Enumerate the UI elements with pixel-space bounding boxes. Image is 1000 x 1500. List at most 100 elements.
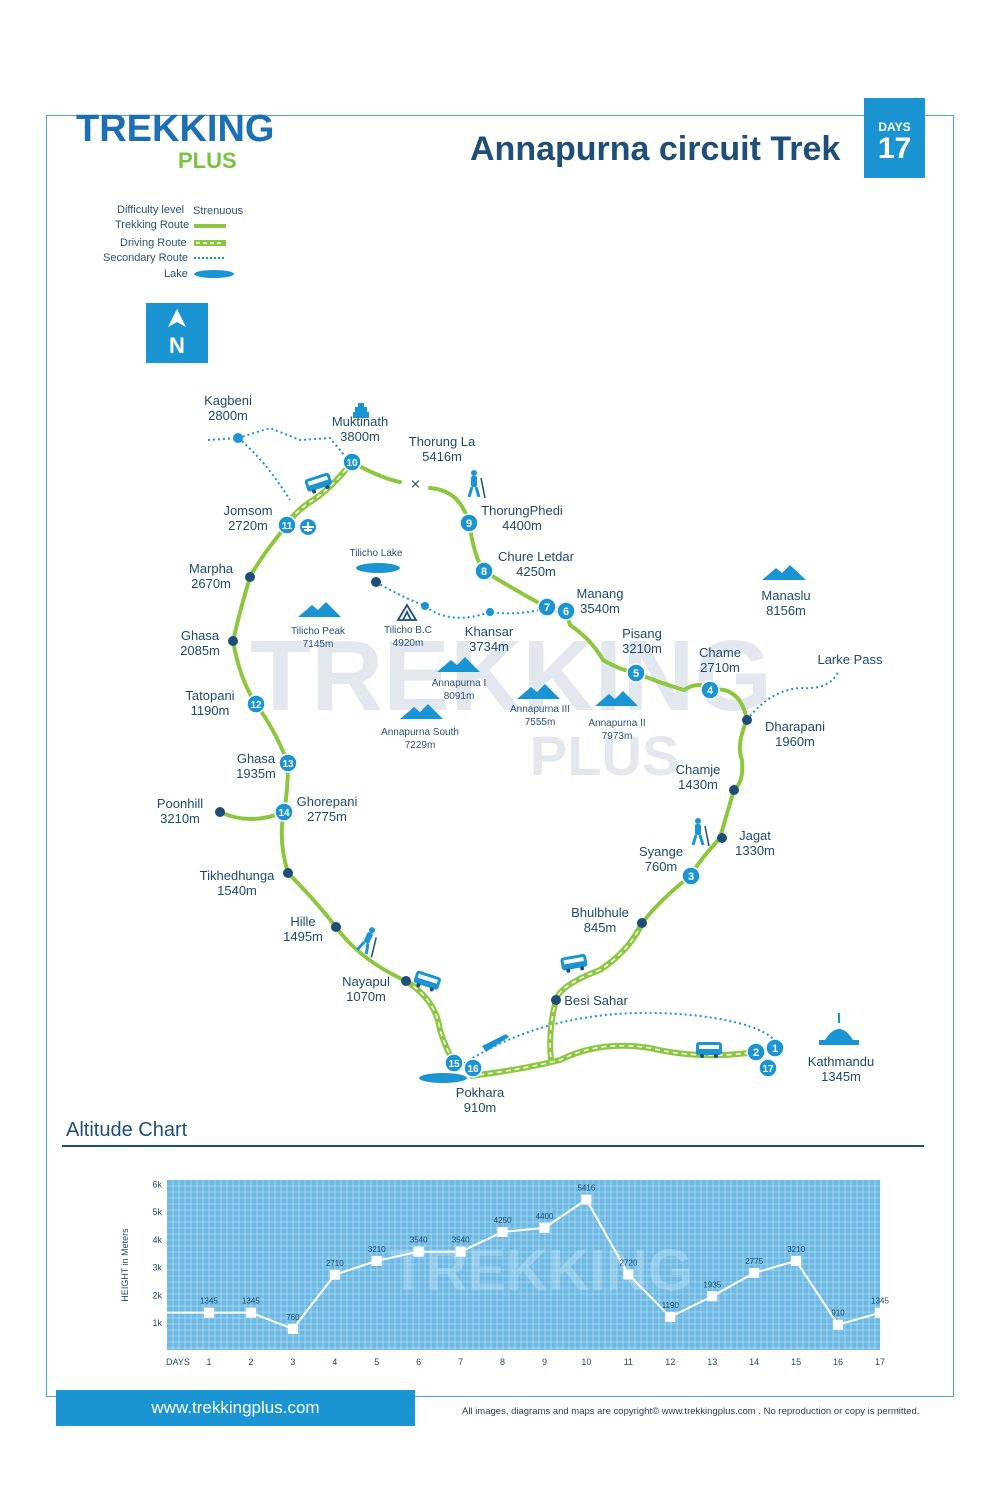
x-tick-label: 16 (833, 1357, 843, 1367)
altitude-point (749, 1267, 760, 1278)
day-marker-label: 12 (250, 700, 262, 711)
x-tick-label: 5 (374, 1357, 379, 1367)
place-name: Poonhill (157, 796, 203, 811)
altitude-data-label: 910 (831, 1309, 845, 1318)
peak-name: Annapurna I (432, 678, 487, 689)
x-tick-label: 10 (581, 1357, 591, 1367)
place-name: Chure Letdar (498, 549, 575, 564)
stupa-icon (819, 1013, 859, 1045)
north-indicator: N (146, 303, 208, 363)
day-marker-label: 17 (762, 1064, 774, 1075)
place-altitude: 1190m (191, 703, 230, 718)
x-tick-label: 6 (416, 1357, 421, 1367)
bus-icons (304, 472, 722, 1058)
days-badge: DAYS 17 (864, 98, 925, 178)
place-name: Besi Sahar (564, 993, 628, 1008)
day-marker-10: 10 (342, 452, 362, 472)
place-altitude: 2670m (191, 576, 231, 591)
altitude-data-label: 4400 (536, 1212, 554, 1221)
day-marker-14: 14 (274, 802, 294, 822)
altitude-point (245, 1307, 256, 1318)
peak-name: Annapurna III (510, 704, 570, 715)
altitude-point (371, 1255, 382, 1266)
secondary-routes (207, 426, 839, 1067)
day-marker-6: 6 (556, 601, 576, 621)
place-name: Khansar (465, 624, 514, 639)
place-altitude: 3210m (160, 811, 200, 826)
day-marker-label: 9 (466, 518, 472, 530)
place-name: Hille (290, 914, 315, 929)
peak-altitude: 7229m (405, 740, 436, 751)
days-value: 17 (877, 132, 912, 165)
altitude-point (707, 1291, 718, 1302)
place-name: Larke Pass (817, 652, 883, 667)
legend-secondary-route: Secondary Route (103, 252, 188, 264)
day-marker-13: 13 (278, 753, 298, 773)
place-altitude: 3540m (580, 601, 620, 616)
footer-website-link[interactable]: www.trekkingplus.com (151, 1398, 320, 1417)
tilicho-lake-shape (356, 563, 400, 573)
day-marker-label: 3 (688, 871, 694, 883)
trekking-plus-logo[interactable]: TREKKING PLUS (76, 108, 276, 178)
altitude-point (287, 1323, 298, 1334)
place-altitude: 2720m (228, 518, 268, 533)
place-name: Dharapani (765, 719, 825, 734)
day-marker-label: 14 (278, 808, 290, 819)
chart-watermark: TREKKING (390, 1238, 693, 1303)
day-marker-11: 11 (277, 515, 297, 535)
day-marker-label: 5 (633, 668, 639, 680)
place-name: Bhulbhule (571, 905, 629, 920)
x-tick-label: 2 (248, 1357, 253, 1367)
altitude-data-label: 1190 (662, 1301, 680, 1310)
place-altitude: 1070m (346, 989, 386, 1004)
altitude-point (497, 1226, 508, 1237)
x-tick-label: 7 (458, 1357, 463, 1367)
day-marker-7: 7 (537, 597, 557, 617)
place-altitude: 2085m (180, 643, 220, 658)
day-marker-label: 15 (448, 1059, 460, 1070)
place-name: Ghorepani (297, 794, 358, 809)
day-marker-label: 11 (282, 521, 293, 532)
airplane-pokhara-icon (482, 1034, 509, 1052)
altitude-data-label: 760 (286, 1313, 300, 1322)
day-marker-label: 4 (707, 685, 714, 697)
y-axis-label: HEIGHT in Meters (120, 1228, 130, 1302)
peak-name: Tilicho B.C (384, 625, 432, 636)
day-marker-3: 3 (681, 866, 701, 886)
mountain-icons (298, 565, 806, 719)
north-label: N (169, 333, 185, 358)
day-marker-label: 1 (772, 1043, 778, 1055)
peak-altitude: 7145m (303, 639, 334, 650)
day-marker-5: 5 (626, 663, 646, 683)
place-name: Kathmandu (808, 1054, 875, 1069)
altitude-point (791, 1255, 802, 1266)
location-dots (215, 433, 752, 1005)
svg-text:TREKKING: TREKKING (250, 620, 772, 732)
logo-text-top: TREKKING (76, 108, 275, 150)
manaslu-icon (762, 565, 806, 580)
day-marker-label: 13 (282, 759, 294, 770)
place-altitude: 1430m (678, 777, 718, 792)
place-name: Nayapul (342, 974, 390, 989)
place-name: Pisang (622, 626, 662, 641)
x-tick-label: 9 (542, 1357, 547, 1367)
peak-altitude: 8091m (444, 691, 475, 702)
x-tick-label: 3 (290, 1357, 295, 1367)
place-altitude: 1960m (775, 734, 815, 749)
annapurna-south-icon (400, 704, 443, 719)
place-name: Manaslu (761, 588, 810, 603)
x-tick-label: 11 (624, 1357, 633, 1367)
y-tick-label: 3k (152, 1263, 162, 1273)
y-tick-label: 6k (152, 1179, 162, 1189)
place-name: Tatopani (185, 688, 234, 703)
day-marker-15: 15 (444, 1053, 464, 1073)
altitude-data-label: 5416 (578, 1184, 596, 1193)
peak-name: Annapurna II (588, 718, 645, 729)
pass-icon: ⨯ (410, 477, 421, 492)
altitude-point (455, 1246, 466, 1257)
place-name: Syange (639, 844, 683, 859)
place-altitude: 760m (645, 859, 678, 874)
day-marker-2: 2 (746, 1042, 766, 1062)
watermark-logo: TREKKING PLUS (250, 620, 772, 787)
